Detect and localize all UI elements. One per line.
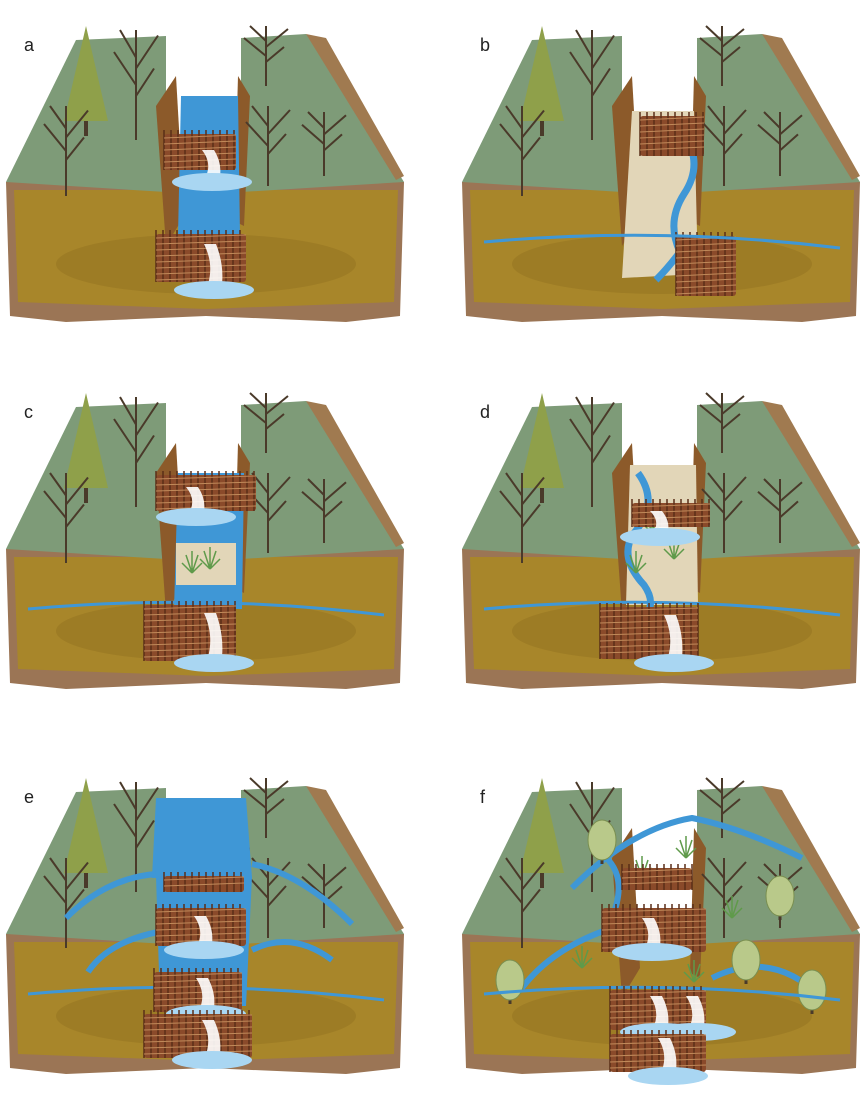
panel-f: f <box>462 768 861 1088</box>
beaver-dam <box>632 499 710 527</box>
shrub-crown <box>766 876 794 916</box>
plunge-pool <box>174 281 254 299</box>
shrub-crown <box>588 820 616 860</box>
panel-c: c <box>6 383 406 703</box>
panel-d: d <box>462 383 861 703</box>
shrub-crown <box>732 940 760 980</box>
beaver-dam <box>156 230 246 282</box>
beaver-dam <box>144 1010 252 1058</box>
plunge-pool <box>620 528 700 546</box>
plunge-pool <box>612 943 692 961</box>
panel-e-label: e <box>24 788 34 806</box>
beaver-dam <box>640 112 704 156</box>
beaver-dam <box>676 232 736 296</box>
beaver-dam <box>156 471 256 511</box>
reed-blades <box>676 836 696 858</box>
panel-b: b <box>462 16 861 336</box>
plunge-pool <box>628 1067 708 1085</box>
panel-e-illustration <box>6 768 406 1088</box>
panel-c-label: c <box>24 403 33 421</box>
plunge-pool <box>164 941 244 959</box>
plunge-pool <box>172 173 252 191</box>
panel-a-label: a <box>24 36 34 54</box>
beaver-dam <box>164 130 236 170</box>
plunge-pool <box>156 508 236 526</box>
panel-a: a <box>6 16 406 336</box>
plunge-pool <box>174 654 254 672</box>
shrub-crown <box>798 970 826 1010</box>
panel-c-illustration <box>6 383 406 703</box>
dam-body <box>164 134 236 170</box>
panel-f-label: f <box>480 788 485 806</box>
upper-pond <box>152 798 252 878</box>
reed-clump <box>676 836 696 858</box>
panel-a-illustration <box>6 16 406 336</box>
panel-d-label: d <box>480 403 490 421</box>
dam-body <box>156 475 256 511</box>
panel-b-illustration <box>462 16 861 336</box>
plunge-pool <box>172 1051 252 1069</box>
beaver-dam <box>610 1030 706 1072</box>
plunge-pool <box>634 654 714 672</box>
beaver-dam <box>600 603 698 659</box>
panel-f-illustration <box>462 768 861 1088</box>
panel-b-label: b <box>480 36 490 54</box>
panel-e: e <box>6 768 406 1088</box>
panel-d-illustration <box>462 383 861 703</box>
